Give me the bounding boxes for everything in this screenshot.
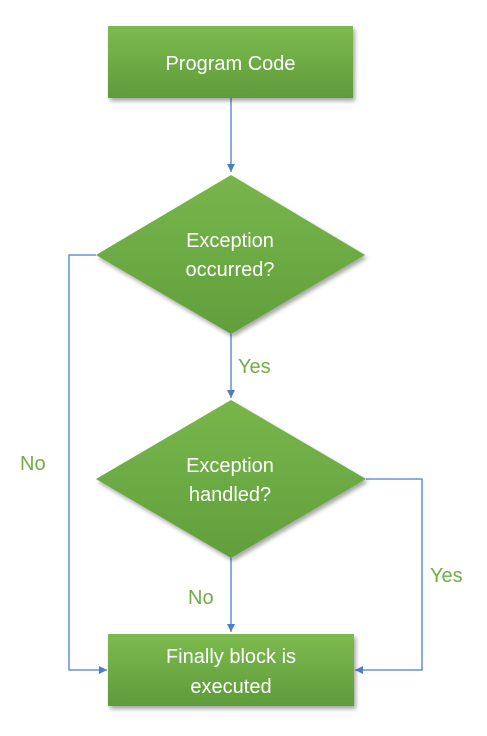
program-code-label: Program Code — [165, 53, 295, 75]
node-program-code: Program Code — [108, 26, 353, 98]
finally-block-label-line2: executed — [190, 676, 271, 698]
program-code-box — [108, 26, 353, 98]
label-handled-yes: Yes — [430, 565, 463, 587]
exception-occurred-label-line2: occurred? — [186, 259, 275, 281]
node-exception-occurred: Exception occurred? — [96, 175, 365, 334]
label-occurred-no: No — [20, 453, 46, 475]
finally-block-label-line1: Finally block is — [166, 646, 296, 668]
edge-labels: Yes No No Yes — [20, 356, 463, 609]
edge-occurred-no — [68, 254, 107, 674]
node-finally-block: Finally block is executed — [108, 634, 354, 706]
finally-block-box — [108, 634, 354, 706]
exception-handled-label-line1: Exception — [186, 455, 274, 477]
edges — [68, 98, 423, 674]
label-occurred-yes: Yes — [238, 356, 271, 378]
exception-handled-label-line2: handled? — [189, 484, 271, 506]
exception-occurred-label-line1: Exception — [186, 230, 274, 252]
exception-handled-diamond — [96, 400, 366, 558]
label-handled-no: No — [188, 587, 214, 609]
edge-handled-yes — [355, 478, 423, 674]
exception-occurred-diamond — [96, 175, 365, 334]
node-exception-handled: Exception handled? — [96, 400, 366, 558]
